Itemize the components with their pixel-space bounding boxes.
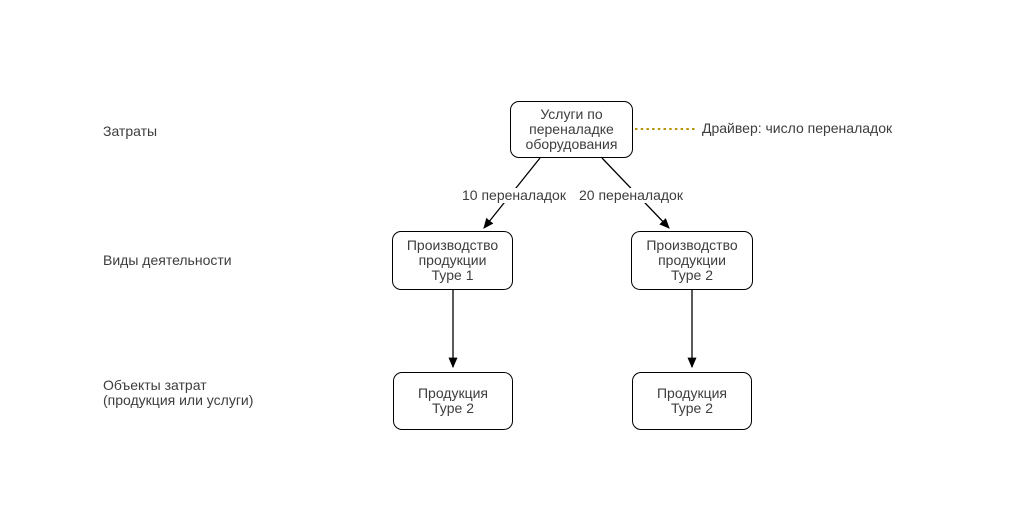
driver-annotation-label: Драйвер: число переналадок [702, 120, 893, 136]
node-cost-object-left: Продукция Type 2 [393, 372, 513, 430]
node-cost-object-right: Продукция Type 2 [632, 372, 752, 430]
edge-label-20-setups: 20 переналадок [577, 187, 685, 203]
row-label-costs: Затраты [103, 123, 158, 139]
row-label-cost-objects: Объекты затрат (продукция или услуги) [103, 377, 254, 408]
node-activity-production-type1: Производство продукции Type 1 [392, 231, 513, 290]
node-cost-pool-setup-services: Услуги по переналадке оборудования [510, 101, 633, 158]
node-activity-production-type2: Производство продукции Type 2 [631, 231, 753, 290]
edge-label-10-setups: 10 переналадок [460, 187, 568, 203]
row-label-activities: Виды деятельности [103, 252, 232, 268]
